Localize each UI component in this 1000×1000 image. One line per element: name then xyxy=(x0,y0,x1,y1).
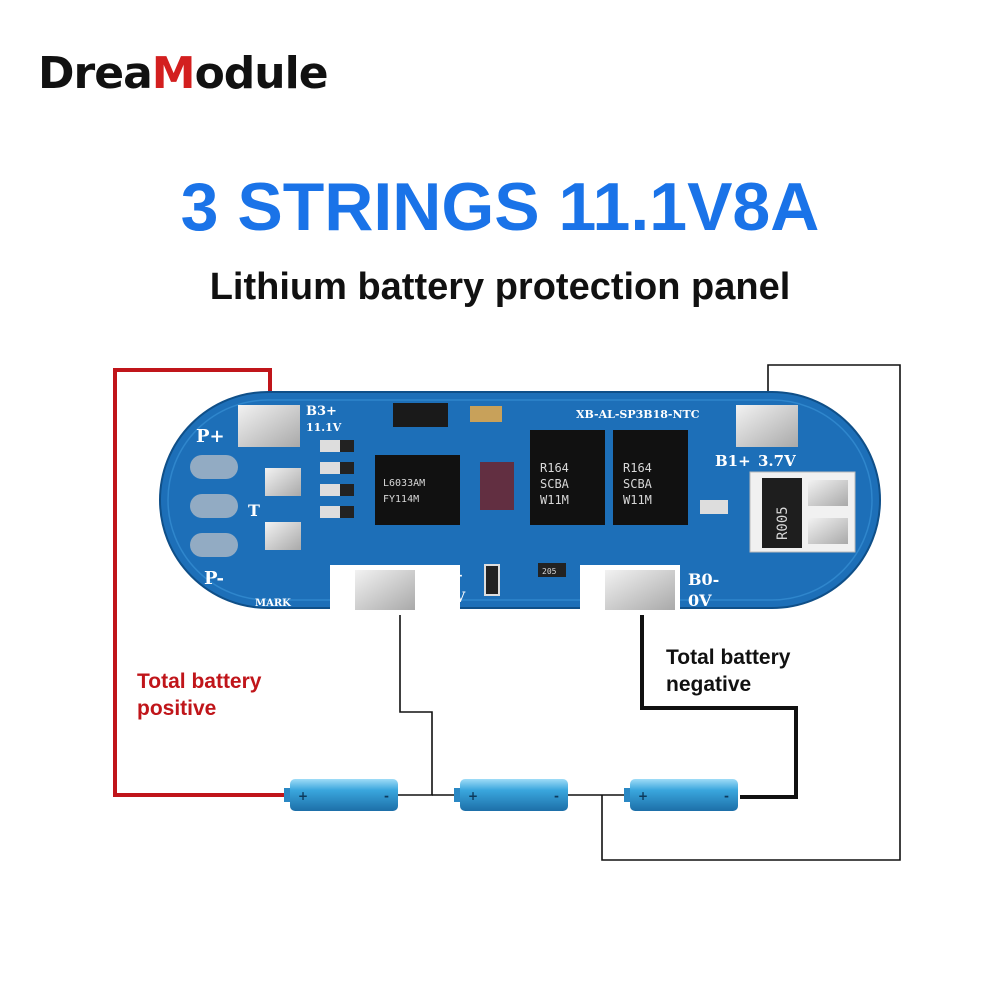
cell-1-plus: + xyxy=(298,789,308,803)
protection-board: P+ T P- MARK B3+ 11.1V B2+ 7.4V B1+ 3.7V… xyxy=(159,391,881,615)
label-b1-v: 3.7V xyxy=(758,452,796,470)
cell-1-minus: - xyxy=(384,789,389,803)
label-b1: B1+ xyxy=(715,452,751,470)
pad-t2 xyxy=(265,522,301,550)
subline: Lithium battery protection panel xyxy=(209,266,791,308)
positive-wire xyxy=(113,368,290,797)
caption-total-positive: Total battery positive xyxy=(137,668,261,722)
battery-cell: + - xyxy=(454,779,568,811)
mosfet-a xyxy=(530,430,605,525)
brand-part-2: M xyxy=(151,48,196,99)
cell-3-minus: - xyxy=(724,789,729,803)
label-b3: B3+ xyxy=(306,404,337,419)
label-p-plus: P+ xyxy=(196,426,225,447)
diode xyxy=(393,403,448,427)
label-mosfet-a-2: SCBA xyxy=(540,477,570,491)
brand-logo: DreaModule xyxy=(38,48,329,99)
protection-ic xyxy=(375,455,460,525)
pad-b1 xyxy=(736,405,798,447)
pad-b2 xyxy=(355,570,415,610)
cell-2-minus: - xyxy=(554,789,559,803)
caption-negative-line-2: negative xyxy=(666,673,752,696)
label-board-id: XB-AL-SP3B18-NTC xyxy=(576,408,700,421)
caption-total-negative: Total battery negative xyxy=(666,644,790,698)
label-b0: B0- xyxy=(688,570,719,589)
cell-2-plus: + xyxy=(468,789,478,803)
battery-cell: + - xyxy=(624,779,738,811)
label-b2-v: 7.4V xyxy=(430,590,466,606)
label-mosfet-b-2: SCBA xyxy=(623,477,653,491)
caption-positive-line-1: Total battery xyxy=(137,670,262,693)
label-mosfet-a-1: R164 xyxy=(540,461,569,475)
label-mosfet-b-1: R164 xyxy=(623,461,652,475)
capacitor xyxy=(470,406,502,422)
label-mark: MARK xyxy=(255,598,291,609)
headline: 3 STRINGS 11.1V8A xyxy=(180,169,820,245)
negative-wire xyxy=(640,598,798,799)
label-p-minus: P- xyxy=(204,568,224,589)
cell-3-plus: + xyxy=(638,789,648,803)
caption-negative-line-1: Total battery xyxy=(666,646,791,669)
label-b3-v: 11.1V xyxy=(306,421,342,434)
label-mosfet-b-3: W11M xyxy=(623,493,652,507)
label-t: T xyxy=(248,501,260,520)
battery-cell: + - xyxy=(284,779,398,811)
mosfet-b xyxy=(613,430,688,525)
label-ic2: FY114M xyxy=(383,494,419,505)
caption-positive-line-2: positive xyxy=(137,697,217,720)
shunt-resistor xyxy=(762,478,802,548)
pad-b0 xyxy=(605,570,675,610)
label-ic: L6033AM xyxy=(383,478,425,489)
brand-part-3: odule xyxy=(194,48,329,99)
pad-t xyxy=(265,468,301,496)
label-res-205: 205 xyxy=(542,567,557,576)
brand-part-1: Drea xyxy=(38,48,153,99)
b1-wire xyxy=(601,364,901,861)
b2-wire xyxy=(398,598,433,796)
pad-p-plus xyxy=(238,405,300,447)
label-b2: B2+ xyxy=(430,568,463,584)
label-shunt: R005 xyxy=(775,506,791,540)
label-b0-v: 0V xyxy=(688,591,712,610)
label-mosfet-a-3: W11M xyxy=(540,493,569,507)
